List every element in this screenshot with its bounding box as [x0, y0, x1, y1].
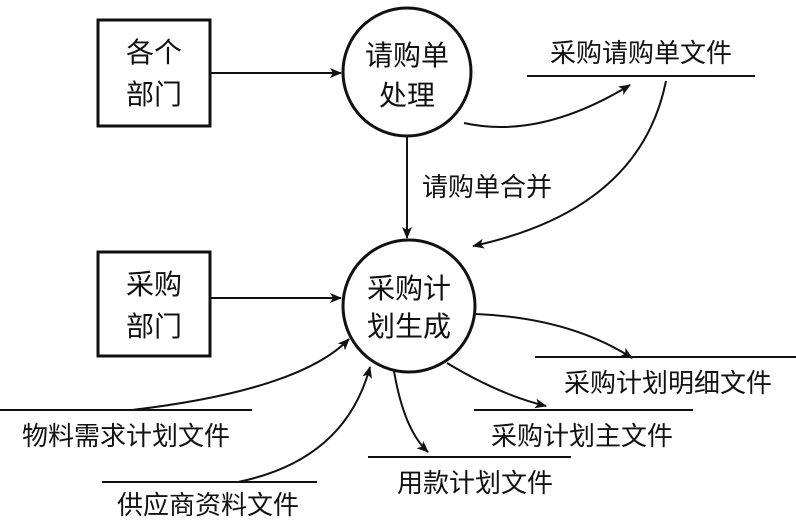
store-requisition-file-label: 采购请购单文件 — [550, 39, 732, 69]
flow-plan-to-master-file — [446, 362, 547, 409]
store-plan-detail-file-label: 采购计划明细文件 — [564, 369, 772, 399]
store-plan-detail-file: 采购计划明细文件 — [535, 356, 796, 399]
store-supplier-file: 供应商资料文件 — [102, 481, 317, 521]
entity-purchasing-dept-line1: 采购 — [126, 268, 182, 301]
flow-plan-to-payment-file — [393, 370, 429, 453]
store-payment-plan-file: 用款计划文件 — [368, 456, 571, 499]
store-supplier-file-label: 供应商资料文件 — [117, 491, 299, 521]
entity-purchasing-dept-line2: 部门 — [126, 310, 182, 343]
store-requisition-file: 采购请购单文件 — [527, 39, 755, 77]
entity-departments-line2: 部门 — [126, 78, 182, 111]
flow-material-file-to-plan — [131, 338, 350, 411]
store-plan-master-file: 采购计划主文件 — [474, 409, 693, 452]
process-requisition-line2: 处理 — [379, 79, 435, 112]
store-plan-master-file-label: 采购计划主文件 — [491, 422, 673, 452]
store-material-requirement-file: 物料需求计划文件 — [0, 409, 252, 452]
entity-departments-line1: 各个 — [126, 36, 182, 69]
process-requisition: 请购单 处理 — [341, 6, 473, 138]
entity-purchasing-dept: 采购 部门 — [96, 250, 212, 358]
flow-merge-label: 请购单合并 — [422, 173, 552, 203]
flow-requisition-to-file — [463, 84, 631, 128]
flow-file-to-plan — [472, 80, 667, 249]
flow-plan-to-detail-file — [475, 313, 633, 359]
store-payment-plan-file-label: 用款计划文件 — [397, 469, 553, 499]
process-requisition-line1: 请购单 — [365, 39, 449, 72]
store-material-requirement-file-label: 物料需求计划文件 — [22, 422, 230, 452]
process-plan-line1: 采购计 — [367, 272, 451, 305]
entity-departments: 各个 部门 — [96, 18, 212, 128]
flow-supplier-file-to-plan — [237, 366, 372, 483]
process-plan: 采购计 划生成 — [341, 238, 477, 374]
process-plan-line2: 划生成 — [367, 310, 451, 343]
